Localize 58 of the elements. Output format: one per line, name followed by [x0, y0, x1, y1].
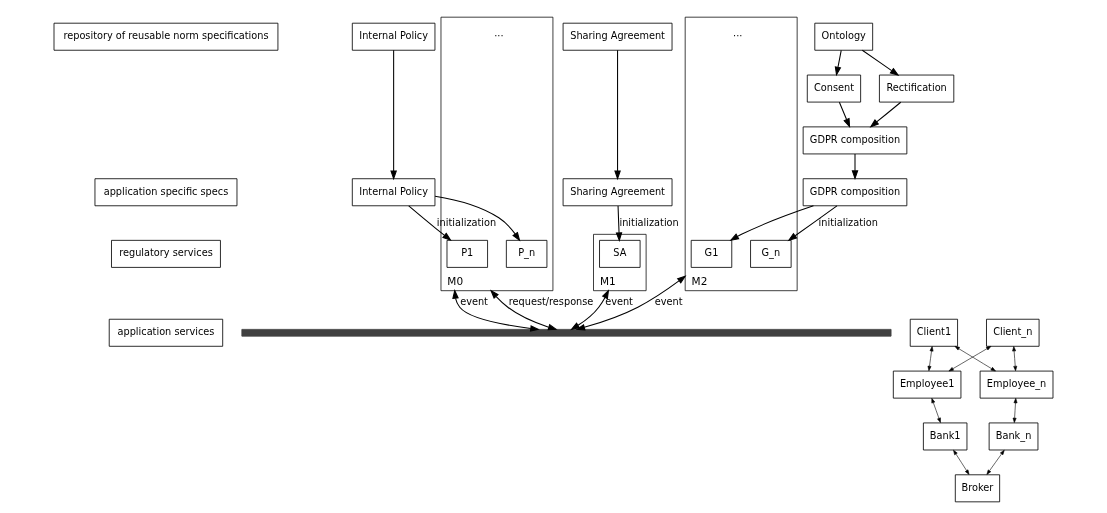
arrow: [408, 205, 452, 242]
node-box: Internal Policy: [351, 22, 436, 51]
node-box: Employee_n: [979, 370, 1054, 399]
node-box: SA: [599, 239, 641, 268]
arrow: [986, 449, 1005, 475]
node-box: Consent: [806, 74, 862, 103]
node-box: repository of reusable norm specifications: [53, 22, 279, 51]
arrow: [869, 101, 902, 128]
arrow: [452, 289, 540, 332]
arrow: [575, 275, 687, 331]
node-box: Ontology: [814, 22, 874, 51]
node-box: Internal Policy: [351, 178, 436, 207]
arrow: [1012, 398, 1018, 423]
node-box: G_n: [750, 239, 792, 268]
node-box: Bank1: [922, 422, 968, 451]
arrow: [861, 49, 900, 76]
arrow: [953, 449, 970, 475]
edge-label: event: [654, 295, 683, 307]
node-box: Client1: [909, 318, 958, 347]
node-bar: [241, 328, 892, 337]
node-box: application specific specs: [94, 178, 238, 207]
node-box: Employee1: [892, 370, 962, 399]
node-box: regulatory services: [111, 239, 221, 268]
arrow: [434, 195, 521, 242]
node-box: Broker: [954, 474, 1001, 503]
node-box: Sharing Agreement: [562, 22, 673, 51]
arrow: [838, 101, 851, 129]
arrow: [614, 49, 621, 181]
node-box: GDPR composition: [802, 126, 908, 155]
label: ···: [733, 30, 743, 42]
arrow: [787, 205, 838, 242]
arrow: [729, 205, 814, 241]
node-box: Client_n: [986, 318, 1040, 347]
edge-label: initialization: [818, 216, 878, 228]
node-box: P_n: [505, 239, 548, 268]
edge-label: initialization: [619, 216, 679, 228]
arrow: [834, 49, 842, 77]
arrow: [390, 49, 397, 181]
edge-label: request/response: [508, 295, 594, 307]
arrow: [570, 289, 610, 331]
edge-label: event: [605, 295, 633, 307]
node-box: P1: [446, 239, 488, 268]
arrow: [931, 398, 941, 423]
node-box: G1: [690, 239, 733, 268]
node-box: application services: [108, 318, 224, 347]
arrow: [1012, 346, 1018, 372]
arrow: [927, 346, 934, 372]
node-box: Bank_n: [988, 422, 1039, 451]
arrow: [948, 346, 992, 372]
arrow: [490, 289, 558, 331]
arrow: [851, 153, 859, 180]
node-box: GDPR composition: [802, 178, 908, 207]
label: ···: [494, 30, 504, 42]
node-box: Sharing Agreement: [562, 178, 673, 207]
arrow: [954, 346, 996, 372]
node-box: Rectification: [879, 74, 955, 103]
arrow: [615, 205, 623, 242]
edge-label: event: [460, 295, 488, 307]
